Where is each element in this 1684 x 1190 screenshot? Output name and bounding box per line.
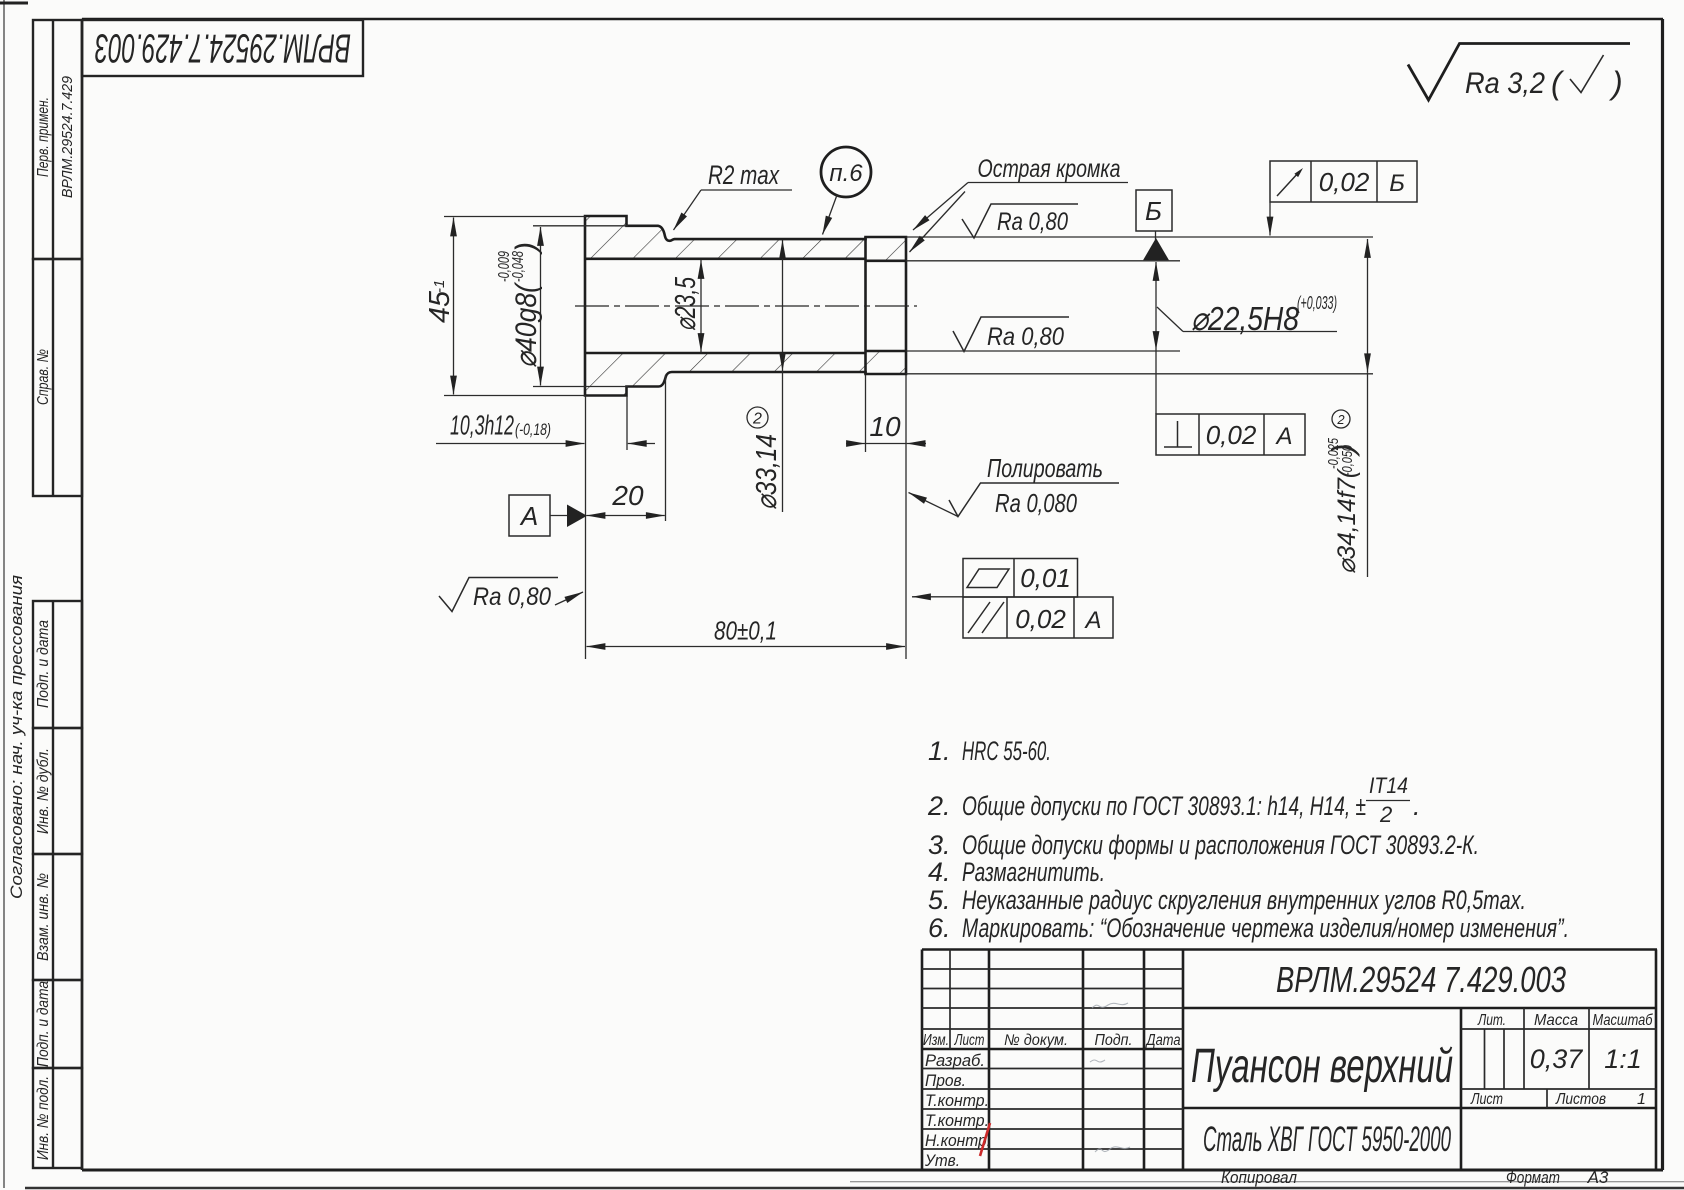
svg-text:Б: Б [1145, 196, 1162, 226]
svg-text:2: 2 [1336, 412, 1345, 427]
svg-text:Лист: Лист [1470, 1091, 1503, 1108]
svg-text:(-0,18): (-0,18) [515, 420, 551, 439]
svg-text:IT14: IT14 [1369, 773, 1408, 798]
svg-text:1:1: 1:1 [1604, 1044, 1642, 1074]
svg-text:Полировать: Полировать [987, 453, 1103, 483]
svg-text:0,02: 0,02 [1319, 167, 1370, 197]
svg-text:Листов: Листов [1555, 1091, 1606, 1108]
svg-text:Согласовано: нач. уч-ка прессо: Согласовано: нач. уч-ка прессования [7, 575, 26, 899]
svg-text:Т.контр.: Т.контр. [925, 1112, 989, 1130]
svg-text:Неуказанные радиус скругления: Неуказанные радиус скругления внутренних… [962, 885, 1526, 915]
svg-text:Инв. № дубл.: Инв. № дубл. [35, 748, 52, 834]
svg-text:ВРЛМ.29524.7.429.003: ВРЛМ.29524.7.429.003 [95, 26, 351, 72]
svg-text:Ra 0,80: Ra 0,80 [987, 323, 1064, 351]
svg-text:Пуансон верхний: Пуансон верхний [1191, 1040, 1453, 1093]
svg-text:Общие допуски формы и располож: Общие допуски формы и расположения ГОСТ … [962, 830, 1479, 860]
svg-text:Справ. №: Справ. № [35, 349, 52, 405]
svg-text:10: 10 [869, 411, 901, 442]
svg-text:Инв. № подл.: Инв. № подл. [35, 1076, 52, 1160]
svg-text:⌀22,5H8: ⌀22,5H8 [1191, 300, 1300, 337]
svg-text:Общие допуски по ГОСТ 30893.1:: Общие допуски по ГОСТ 30893.1: h14, H14,… [962, 791, 1366, 821]
svg-text:Формат: Формат [1506, 1168, 1560, 1187]
svg-text:Маркировать: “Обозначение черт: Маркировать: “Обозначение чертежа издели… [962, 913, 1569, 943]
svg-text:-0,009: -0,009 [496, 251, 513, 282]
svg-text:Н.контр.: Н.контр. [925, 1132, 991, 1150]
svg-text:Подп. и дата: Подп. и дата [35, 620, 52, 708]
svg-text:⌀40g8(: ⌀40g8( [510, 281, 543, 368]
svg-text:Ra 0,80: Ra 0,80 [997, 208, 1068, 236]
svg-text:(: ( [1551, 65, 1565, 101]
svg-text:№ докум.: № докум. [1004, 1032, 1068, 1049]
svg-text:HRC 55-60.: HRC 55-60. [962, 736, 1051, 766]
svg-text:): ) [1325, 444, 1360, 458]
svg-text:ВРЛМ.29524.7.429: ВРЛМ.29524.7.429 [59, 75, 76, 198]
svg-text:6.: 6. [928, 913, 951, 943]
svg-text:Дата: Дата [1145, 1032, 1181, 1049]
svg-text:80±0,1: 80±0,1 [714, 616, 777, 646]
svg-text:Масштаб: Масштаб [1593, 1012, 1654, 1029]
svg-text:Размагнитить.: Размагнитить. [962, 857, 1105, 887]
svg-text:ВРЛМ.29524 7.429.003: ВРЛМ.29524 7.429.003 [1276, 959, 1566, 1000]
svg-text:2.: 2. [927, 791, 951, 821]
svg-text:Ra 0,080: Ra 0,080 [995, 488, 1077, 518]
svg-text:5.: 5. [928, 885, 951, 915]
svg-text:): ) [510, 242, 543, 255]
svg-text:Лист: Лист [954, 1032, 985, 1049]
svg-text:Сталь ХВГ ГОСТ 5950-2000: Сталь ХВГ ГОСТ 5950-2000 [1203, 1120, 1451, 1159]
svg-text:Ra 0,80: Ra 0,80 [473, 583, 551, 611]
svg-text:Острая кромка: Острая кромка [978, 155, 1121, 183]
svg-text:): ) [1608, 65, 1623, 101]
svg-text:⌀23,5: ⌀23,5 [670, 276, 702, 331]
svg-text:Масса: Масса [1534, 1012, 1578, 1029]
svg-text:2: 2 [752, 411, 762, 428]
svg-text:3.: 3. [928, 830, 951, 860]
svg-text:(+0,033): (+0,033) [1297, 293, 1337, 313]
svg-text:4.: 4. [928, 857, 951, 887]
svg-text:-0,025: -0,025 [1325, 438, 1342, 469]
svg-text:А: А [519, 501, 538, 531]
svg-text:Подп.: Подп. [1095, 1032, 1133, 1049]
svg-text:Изм.: Изм. [923, 1032, 949, 1049]
svg-text:0,01: 0,01 [1020, 563, 1071, 593]
svg-text:0,37: 0,37 [1530, 1044, 1584, 1074]
svg-text:Ra 3,2: Ra 3,2 [1465, 67, 1545, 100]
svg-text:1.: 1. [928, 736, 951, 766]
svg-text:А: А [1274, 423, 1292, 450]
svg-text:R2 max: R2 max [708, 160, 780, 190]
svg-text:10,3h12: 10,3h12 [450, 410, 514, 441]
svg-text:Взам. инв. №: Взам. инв. № [35, 873, 52, 961]
svg-text:Пров.: Пров. [925, 1072, 966, 1090]
svg-text:0,02: 0,02 [1015, 604, 1066, 634]
svg-text:Перв. примен.: Перв. примен. [35, 97, 52, 177]
svg-text:.: . [1413, 791, 1421, 821]
svg-text:Утв.: Утв. [924, 1152, 960, 1170]
svg-text:20: 20 [611, 480, 644, 511]
svg-text:⌀33,14: ⌀33,14 [751, 434, 783, 510]
svg-text:2: 2 [1379, 802, 1392, 827]
svg-text:Б: Б [1389, 170, 1405, 197]
svg-text:⌀34,14f7(: ⌀34,14f7( [1333, 467, 1361, 574]
svg-text:Разраб.: Разраб. [925, 1052, 985, 1070]
svg-text:Т.контр.: Т.контр. [925, 1092, 989, 1110]
svg-text:Лит.: Лит. [1477, 1012, 1506, 1029]
svg-text:-0,048: -0,048 [510, 251, 527, 282]
svg-text:Копировал: Копировал [1221, 1168, 1297, 1187]
svg-text:-0,050: -0,050 [1339, 445, 1356, 476]
svg-text:1: 1 [1637, 1091, 1646, 1108]
svg-text:А: А [1083, 607, 1101, 634]
svg-text:-1: -1 [431, 280, 448, 293]
svg-text:45: 45 [424, 290, 456, 323]
svg-text:Подп. и дата: Подп. и дата [35, 981, 52, 1067]
svg-text:А3: А3 [1587, 1168, 1609, 1187]
svg-text:0,02: 0,02 [1206, 420, 1257, 450]
svg-text:п.6: п.6 [829, 160, 863, 187]
